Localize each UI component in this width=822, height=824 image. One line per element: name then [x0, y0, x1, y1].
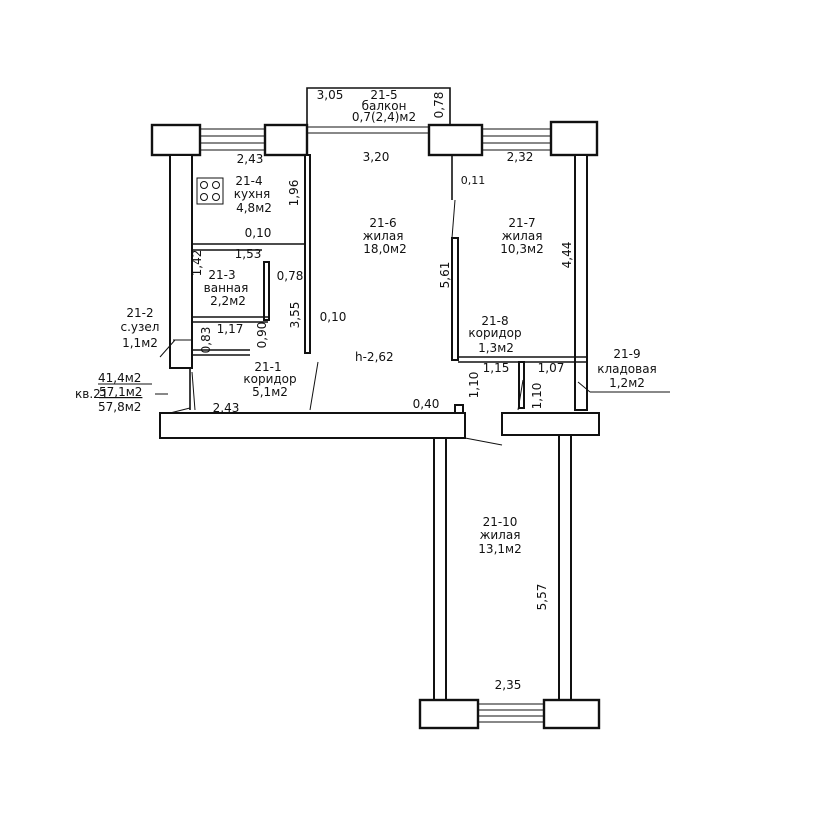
total-with-balcony: 57,8м2	[98, 400, 141, 414]
room-name: жилая	[502, 229, 543, 243]
leader-lines	[155, 339, 670, 395]
dim-wall-040: 0,40	[413, 397, 440, 411]
left-wall	[169, 154, 193, 369]
room-21-10-label: 21-10 жилая 13,1м2	[478, 515, 521, 556]
room-21-9-label: 21-9 кладовая 1,2м2	[597, 347, 657, 390]
room-name: жилая	[363, 229, 404, 243]
bottom-wall	[159, 367, 600, 446]
room-area: 1,1м2	[122, 336, 158, 350]
room-id: 21-3	[208, 268, 235, 282]
dim-kitchen-width: 2,43	[237, 152, 264, 166]
room-id: 21-9	[613, 347, 640, 361]
room-area: 5,1м2	[252, 385, 288, 399]
room-name: жилая	[480, 528, 521, 542]
room-id: 21-5	[370, 88, 397, 102]
right-wall	[574, 154, 588, 411]
room-id: 21-2	[126, 306, 153, 320]
room-name: кладовая	[597, 362, 657, 376]
room-area: 4,8м2	[236, 201, 272, 215]
room-21-10-walls	[418, 434, 601, 730]
dim-wc-depth: 0,83	[199, 327, 213, 354]
room-area: 10,3м2	[500, 242, 543, 256]
room-id: 21-10	[483, 515, 518, 529]
room-21-8-label: 21-8 коридор 1,3м2	[468, 314, 521, 355]
dimensions: 3,05 0,78 2,43 1,96 3,20 5,61 2,32 4,44 …	[190, 88, 574, 692]
room-area: 0,7(2,4)м2	[352, 110, 416, 124]
stove-icon	[196, 177, 224, 205]
room-area: 1,2м2	[609, 376, 645, 390]
room-area: 18,0м2	[363, 242, 406, 256]
living-area: 41,4м2	[98, 371, 141, 385]
dim-partition-010-b: 0,10	[320, 310, 347, 324]
room-id: 21-7	[508, 216, 535, 230]
dim-partition-078: 0,78	[277, 269, 304, 283]
window-kitchen	[200, 128, 265, 151]
dim-bath-width: 1,53	[235, 247, 262, 261]
room-21-7-label: 21-7 жилая 10,3м2	[500, 216, 543, 256]
ceiling-height: h-2,62	[355, 350, 394, 364]
dim-corridor-width: 2,43	[213, 401, 240, 415]
dim-room7-length: 4,44	[560, 242, 574, 269]
window-room7	[482, 128, 551, 151]
dim-room10-width: 2,35	[495, 678, 522, 692]
dim-wc-length: 0,90	[255, 322, 269, 349]
room-id: 21-4	[235, 174, 262, 188]
dim-corr8-width: 1,15	[483, 361, 510, 375]
room-name: коридор	[243, 372, 296, 386]
dim-bath-length: 1,42	[190, 250, 204, 277]
dim-kitchen-length: 1,96	[287, 180, 301, 207]
total-area: 57,1м2	[99, 385, 142, 399]
dim-room10-length: 5,57	[535, 584, 549, 611]
apartment-summary: кв.21 41,4м2 57,1м2 57,8м2	[75, 371, 152, 414]
dim-corridor-355: 3,55	[288, 302, 302, 329]
room-area: 1,3м2	[478, 341, 514, 355]
dim-storage-depth: 1,10	[530, 383, 544, 410]
room-name: коридор	[468, 326, 521, 340]
dim-room6-length: 5,61	[438, 262, 452, 289]
room-name: с.узел	[121, 320, 160, 334]
room-area: 2,2м2	[210, 294, 246, 308]
room-21-6-label: 21-6 жилая 18,0м2	[363, 216, 407, 256]
room-name: ванная	[204, 281, 249, 295]
dim-balcony-depth: 0,78	[432, 92, 446, 119]
room-id: 21-8	[481, 314, 508, 328]
balcony	[306, 87, 451, 125]
dim-corr8-depth: 1,10	[467, 372, 481, 399]
dim-room7-width: 2,32	[507, 150, 534, 164]
dim-balcony-width: 3,05	[317, 88, 344, 102]
room-name: балкон	[362, 99, 407, 113]
room-21-5-label: 21-5 балкон 0,7(2,4)м2	[352, 88, 416, 124]
balcony-door	[307, 126, 429, 134]
room-21-1-label: 21-1 коридор 5,1м2	[243, 360, 296, 399]
room-id: 21-6	[369, 216, 396, 230]
dim-wc-width: 1,17	[217, 322, 244, 336]
dim-storage-width: 1,07	[538, 361, 565, 375]
dim-room7-door: 0,11	[461, 174, 486, 187]
room-21-2-label: 21-2 с.узел 1,1м2	[121, 306, 160, 350]
partitions	[191, 154, 587, 411]
room-name: кухня	[234, 187, 271, 201]
room-21-4-label: 21-4 кухня 4,8м2	[234, 174, 272, 215]
room-id: 21-1	[254, 360, 281, 374]
apartment-label: кв.21	[75, 387, 108, 401]
dim-partition-010-a: 0,10	[245, 226, 272, 240]
room-area: 13,1м2	[478, 542, 521, 556]
dim-room6-width: 3,20	[363, 150, 390, 164]
room-21-3-label: 21-3 ванная 2,2м2	[204, 268, 249, 308]
